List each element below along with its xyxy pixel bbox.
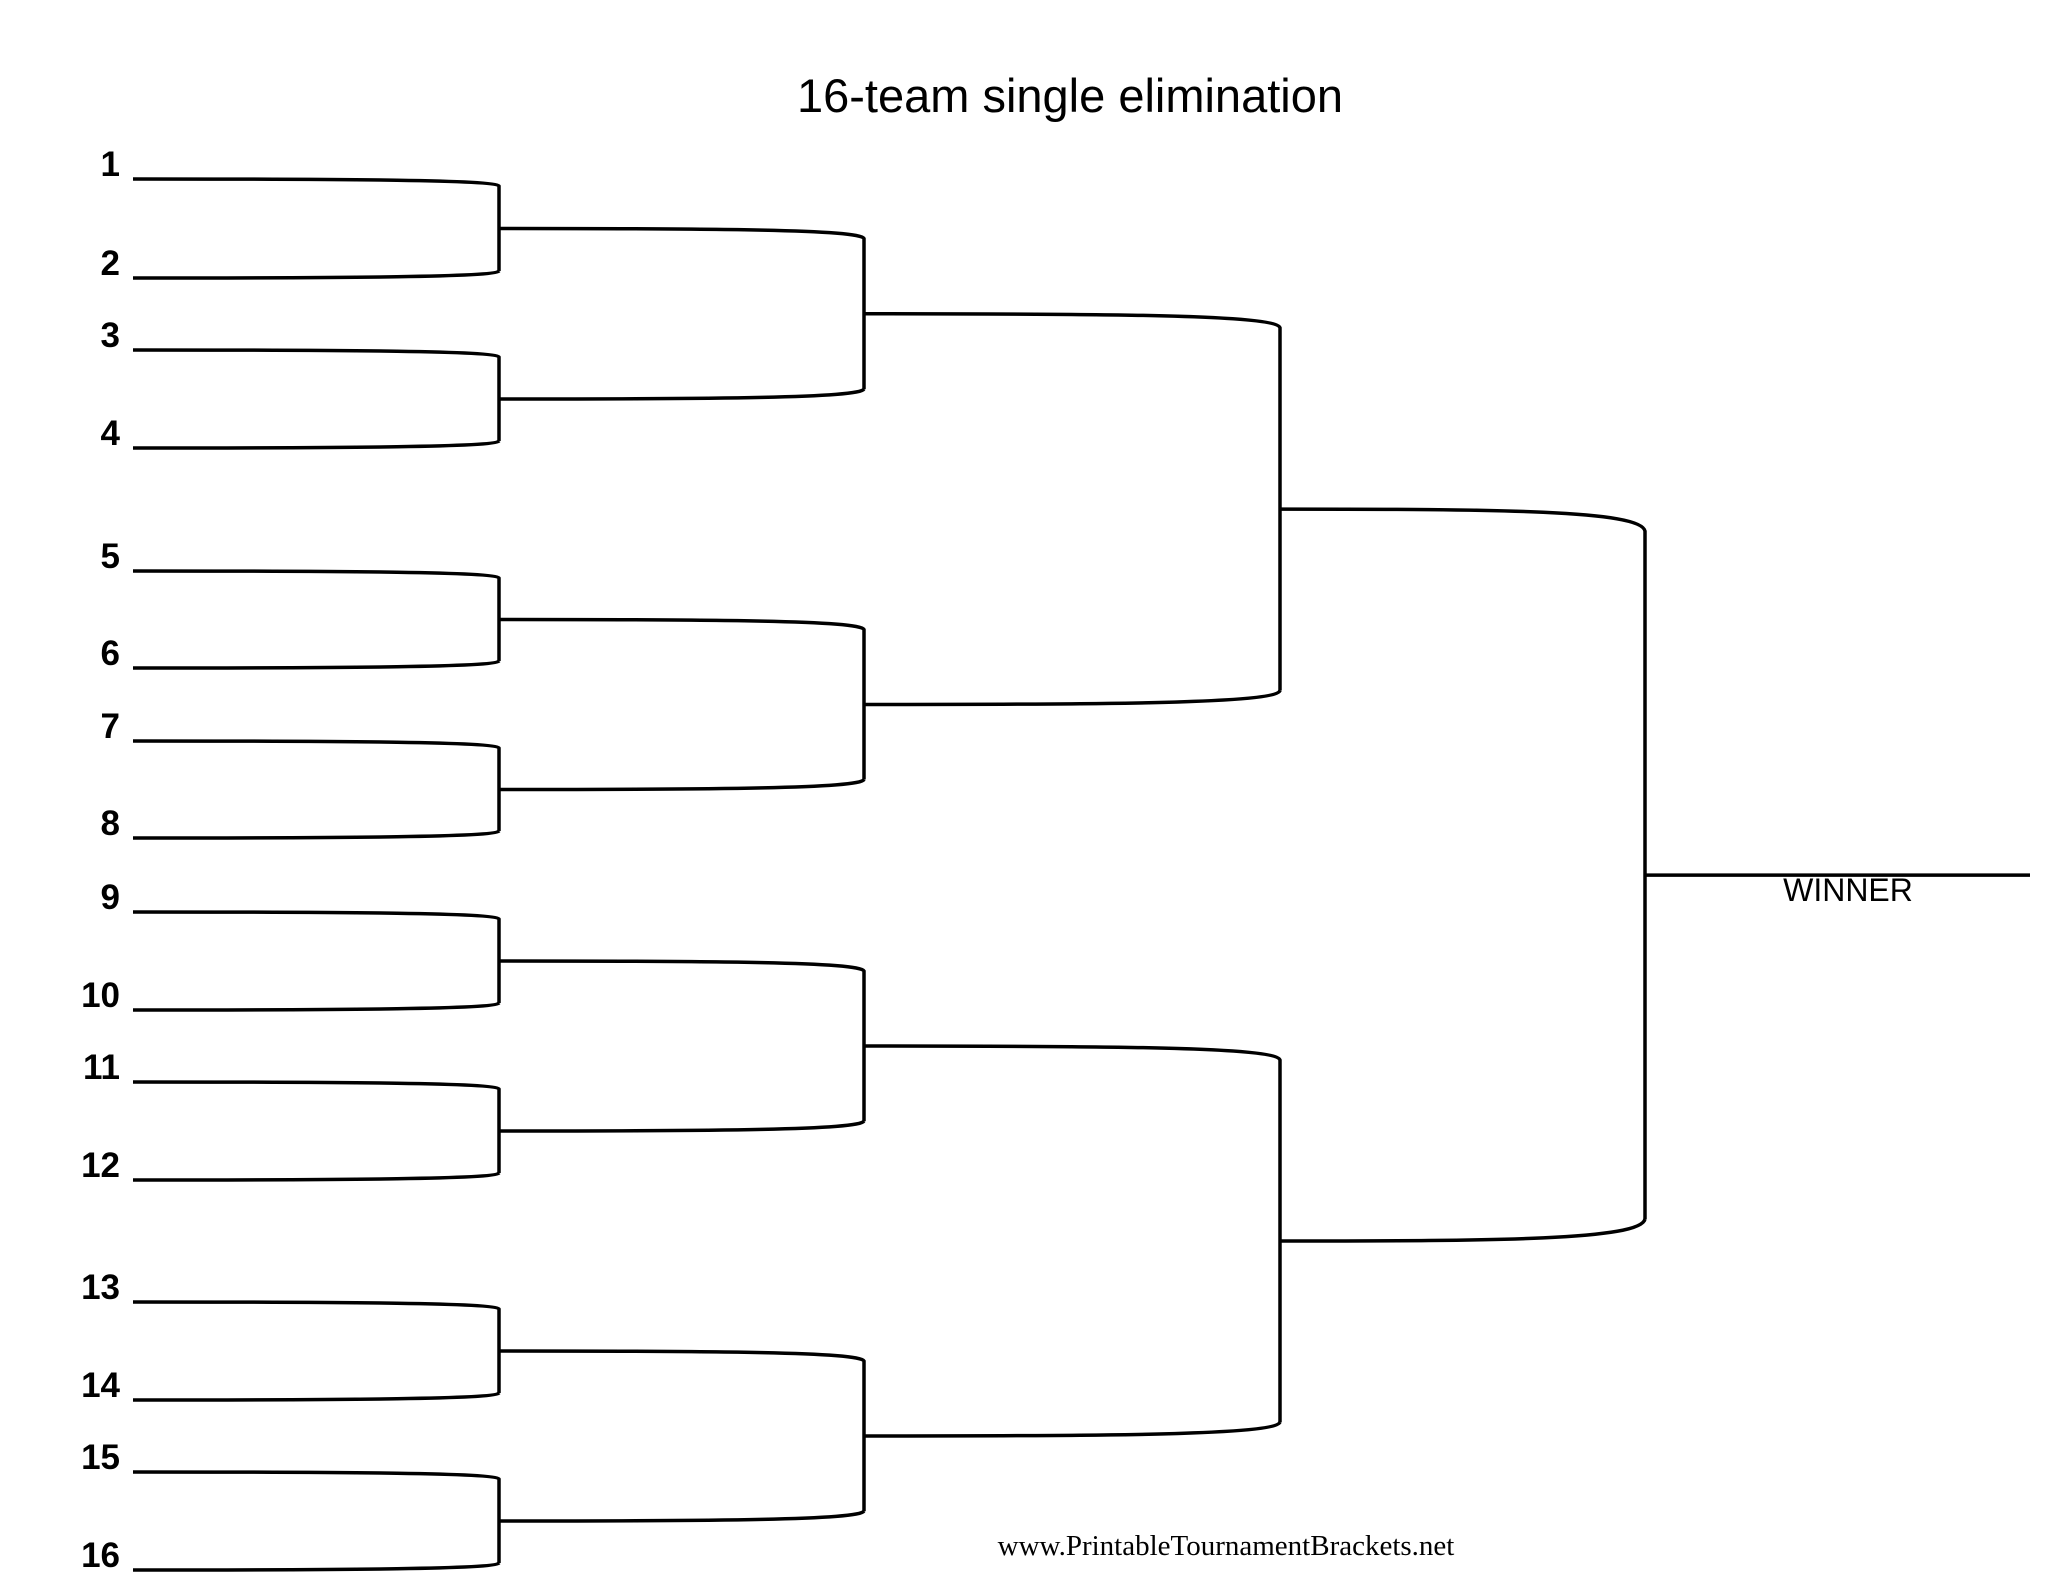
round1-match-1-top-line [132,177,501,271]
round2-match-4-bottom-line [498,1509,866,1523]
final-top-line [1279,507,1647,1219]
final-bottom-line [1279,1218,1647,1243]
round2-match-1-top-line [498,226,866,389]
round2-match-4-top-line [498,1349,866,1511]
round1-match-7-top-line [132,1300,501,1393]
round1-match-5-top-line [132,910,501,1003]
round2-match-1-bottom-line [498,387,866,401]
round2-match-3-bottom-line [498,1119,866,1133]
round2-match-2-bottom-line [498,778,866,792]
round1-match-4-bottom-line [132,829,501,840]
seed-label-16: 16 [81,1536,120,1575]
round1-match-6-bottom-line [132,1171,501,1182]
seed-label-12: 12 [81,1146,120,1185]
seed-label-5: 5 [101,537,120,576]
round2-match-2-top-line [498,617,866,780]
seed-label-3: 3 [101,316,120,355]
round1-match-3-bottom-line [132,659,501,670]
round3-match-1-top-line [863,312,1282,691]
seed-label-2: 2 [101,244,120,283]
round3-match-1-bottom-line [863,689,1282,707]
seed-label-8: 8 [101,804,120,843]
seed-label-11: 11 [83,1048,120,1087]
round1-match-7-bottom-line [132,1391,501,1402]
seed-label-1: 1 [101,145,120,184]
seed-label-4: 4 [101,414,121,453]
round2-match-3-top-line [498,959,866,1121]
round1-match-3-top-line [132,569,501,661]
round1-match-1-bottom-line [132,269,501,280]
round1-match-4-top-line [132,739,501,831]
round1-match-8-bottom-line [132,1561,501,1572]
seed-label-15: 15 [81,1438,120,1477]
bracket-lines [132,177,2030,1572]
round1-match-5-bottom-line [132,1001,501,1012]
round1-match-2-bottom-line [132,439,501,450]
winner-label: WINNER [1783,872,1913,908]
seed-label-9: 9 [101,878,120,917]
round1-match-6-top-line [132,1080,501,1173]
round1-match-2-top-line [132,348,501,441]
footer-website: www.PrintableTournamentBrackets.net [998,1530,1455,1562]
round3-match-2-bottom-line [863,1420,1282,1438]
seed-label-7: 7 [101,707,120,746]
seed-label-14: 14 [81,1366,120,1405]
page-title: 16-team single elimination [797,69,1343,122]
round3-match-2-top-line [863,1044,1282,1422]
seed-label-10: 10 [81,976,120,1015]
round1-match-8-top-line [132,1470,501,1563]
seed-label-13: 13 [81,1268,120,1307]
seed-label-6: 6 [101,634,120,673]
